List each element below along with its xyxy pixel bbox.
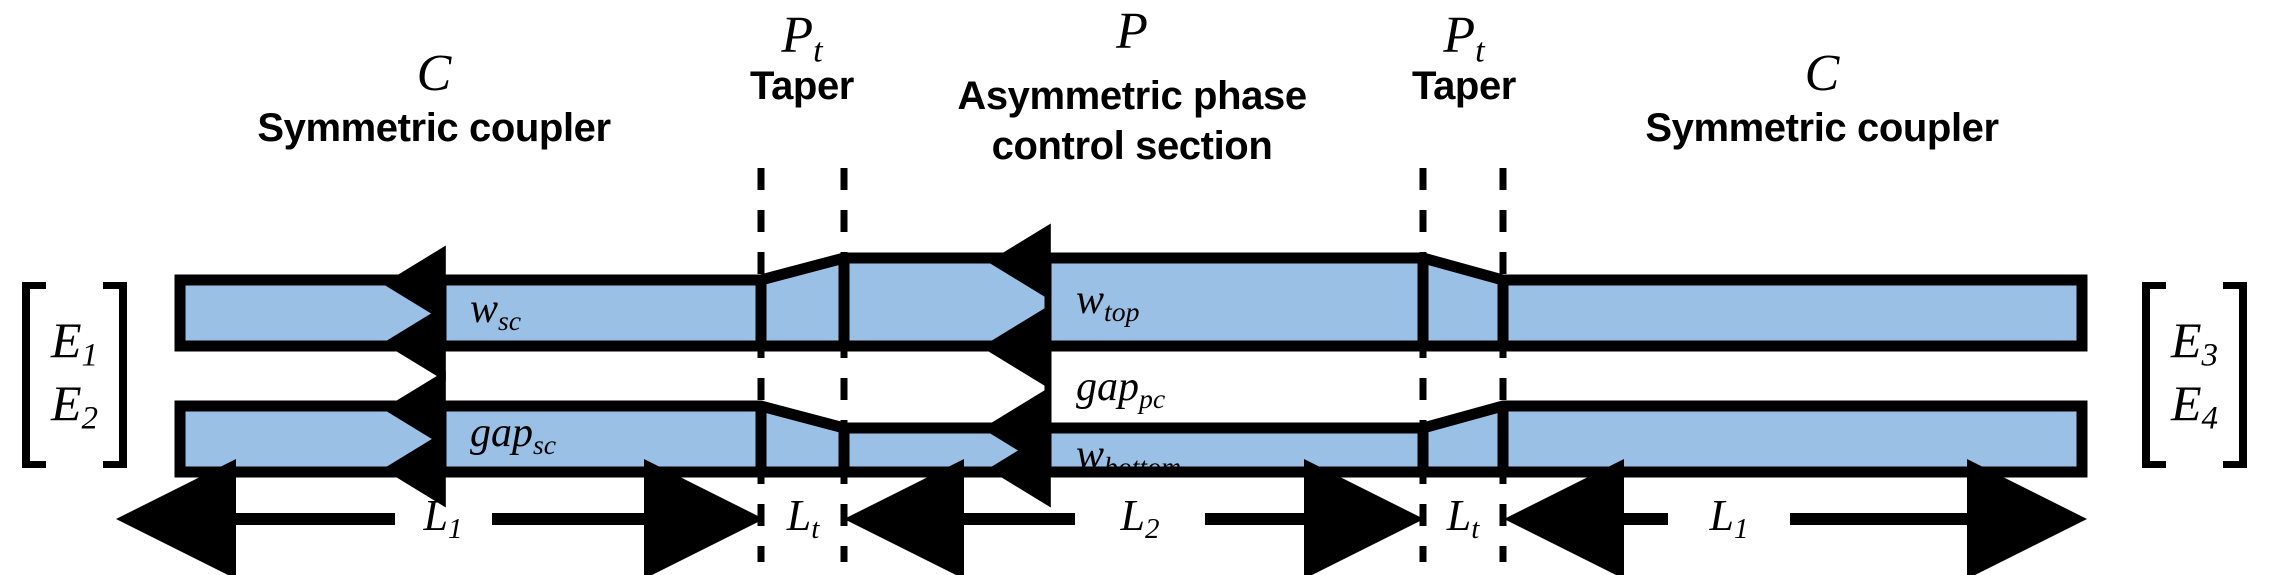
E1-base: E: [51, 311, 82, 368]
label-phase-section-line2: control section: [991, 124, 1273, 168]
matrix-bracket-left: [2142, 282, 2166, 468]
output-vector-row-2: E4: [2171, 375, 2218, 438]
L1-right-base: L: [1709, 491, 1734, 540]
w-sc-sub: sc: [498, 304, 522, 336]
w-bottom-sub: bottom: [1104, 450, 1182, 482]
output-field-vector: E3 E4: [2142, 282, 2248, 468]
label-left-coupler-symbol: C: [416, 45, 452, 102]
L2-base: L: [1120, 491, 1145, 540]
E3-base: E: [2171, 311, 2202, 368]
label-L2: L2: [1121, 494, 1160, 544]
gap-pc-base: gap: [1076, 364, 1139, 410]
input-vector-row-1: E1: [51, 312, 98, 375]
E1-sub: 1: [81, 337, 99, 374]
matrix-bracket-left: [22, 282, 46, 468]
label-gap-sc: gapsc: [470, 412, 556, 458]
label-L1-left: L1: [424, 494, 463, 544]
label-right-coupler-symbol: C: [1804, 45, 1840, 102]
E2-base: E: [51, 375, 82, 431]
label-w-bottom: wbottom: [1076, 434, 1181, 480]
input-vector-row-2: E2: [51, 375, 98, 438]
label-Lt-left: Lt: [787, 494, 820, 544]
matrix-bracket-right: [103, 282, 128, 468]
label-phase-section-symbol: P: [1116, 3, 1148, 60]
input-vector-rows: E1 E2: [46, 310, 103, 440]
label-right-coupler-name: Symmetric coupler: [1645, 106, 1999, 150]
w-sc-base: w: [470, 286, 499, 332]
E2-sub: 2: [81, 400, 99, 437]
gap-sc-sub: sc: [533, 428, 557, 460]
Lt-right-base: L: [1446, 491, 1472, 540]
L2-sub: 2: [1144, 513, 1160, 546]
label-taper-right-name: Taper: [1412, 64, 1516, 108]
label-gap-pc: gappc: [1076, 366, 1165, 412]
label-taper-left-symbol: Pt: [781, 10, 822, 68]
label-left-coupler-name: Symmetric coupler: [257, 106, 611, 150]
label-w-top: wtop: [1076, 279, 1139, 325]
gap-pc-sub: pc: [1139, 382, 1166, 414]
vertical-dimension-arrows: [382, 223, 1052, 508]
Lt-left-base: L: [786, 491, 812, 540]
w-bottom-base: w: [1076, 432, 1105, 478]
Lt-left-sub: t: [811, 513, 820, 546]
w-top-base: w: [1076, 277, 1105, 323]
label-taper-left-name: Taper: [750, 64, 854, 108]
output-vector-row-1: E3: [2171, 312, 2218, 375]
input-field-vector: E1 E2: [22, 282, 128, 468]
taper-left-symbol-sub: t: [813, 31, 823, 70]
taper-left-symbol-base: P: [781, 7, 814, 64]
L1-left-base: L: [423, 491, 448, 540]
E4-sub: 4: [2201, 400, 2219, 437]
gap-sc-base: gap: [470, 410, 533, 456]
L1-right-sub: 1: [1733, 513, 1749, 546]
label-taper-right-symbol: Pt: [1443, 10, 1484, 68]
L1-left-sub: 1: [447, 513, 463, 546]
taper-right-symbol-sub: t: [1475, 31, 1485, 70]
taper-right-symbol-base: P: [1443, 7, 1476, 64]
output-vector-rows: E3 E4: [2166, 310, 2223, 440]
E3-sub: 3: [2201, 337, 2219, 374]
Lt-right-sub: t: [1471, 513, 1480, 546]
E4-base: E: [2171, 375, 2202, 431]
matrix-bracket-right: [2223, 282, 2248, 468]
label-Lt-right: Lt: [1447, 494, 1480, 544]
label-L1-right: L1: [1710, 494, 1749, 544]
w-top-sub: top: [1104, 295, 1140, 327]
label-w-sc: wsc: [470, 288, 521, 334]
label-phase-section-line1: Asymmetric phase: [957, 74, 1307, 118]
